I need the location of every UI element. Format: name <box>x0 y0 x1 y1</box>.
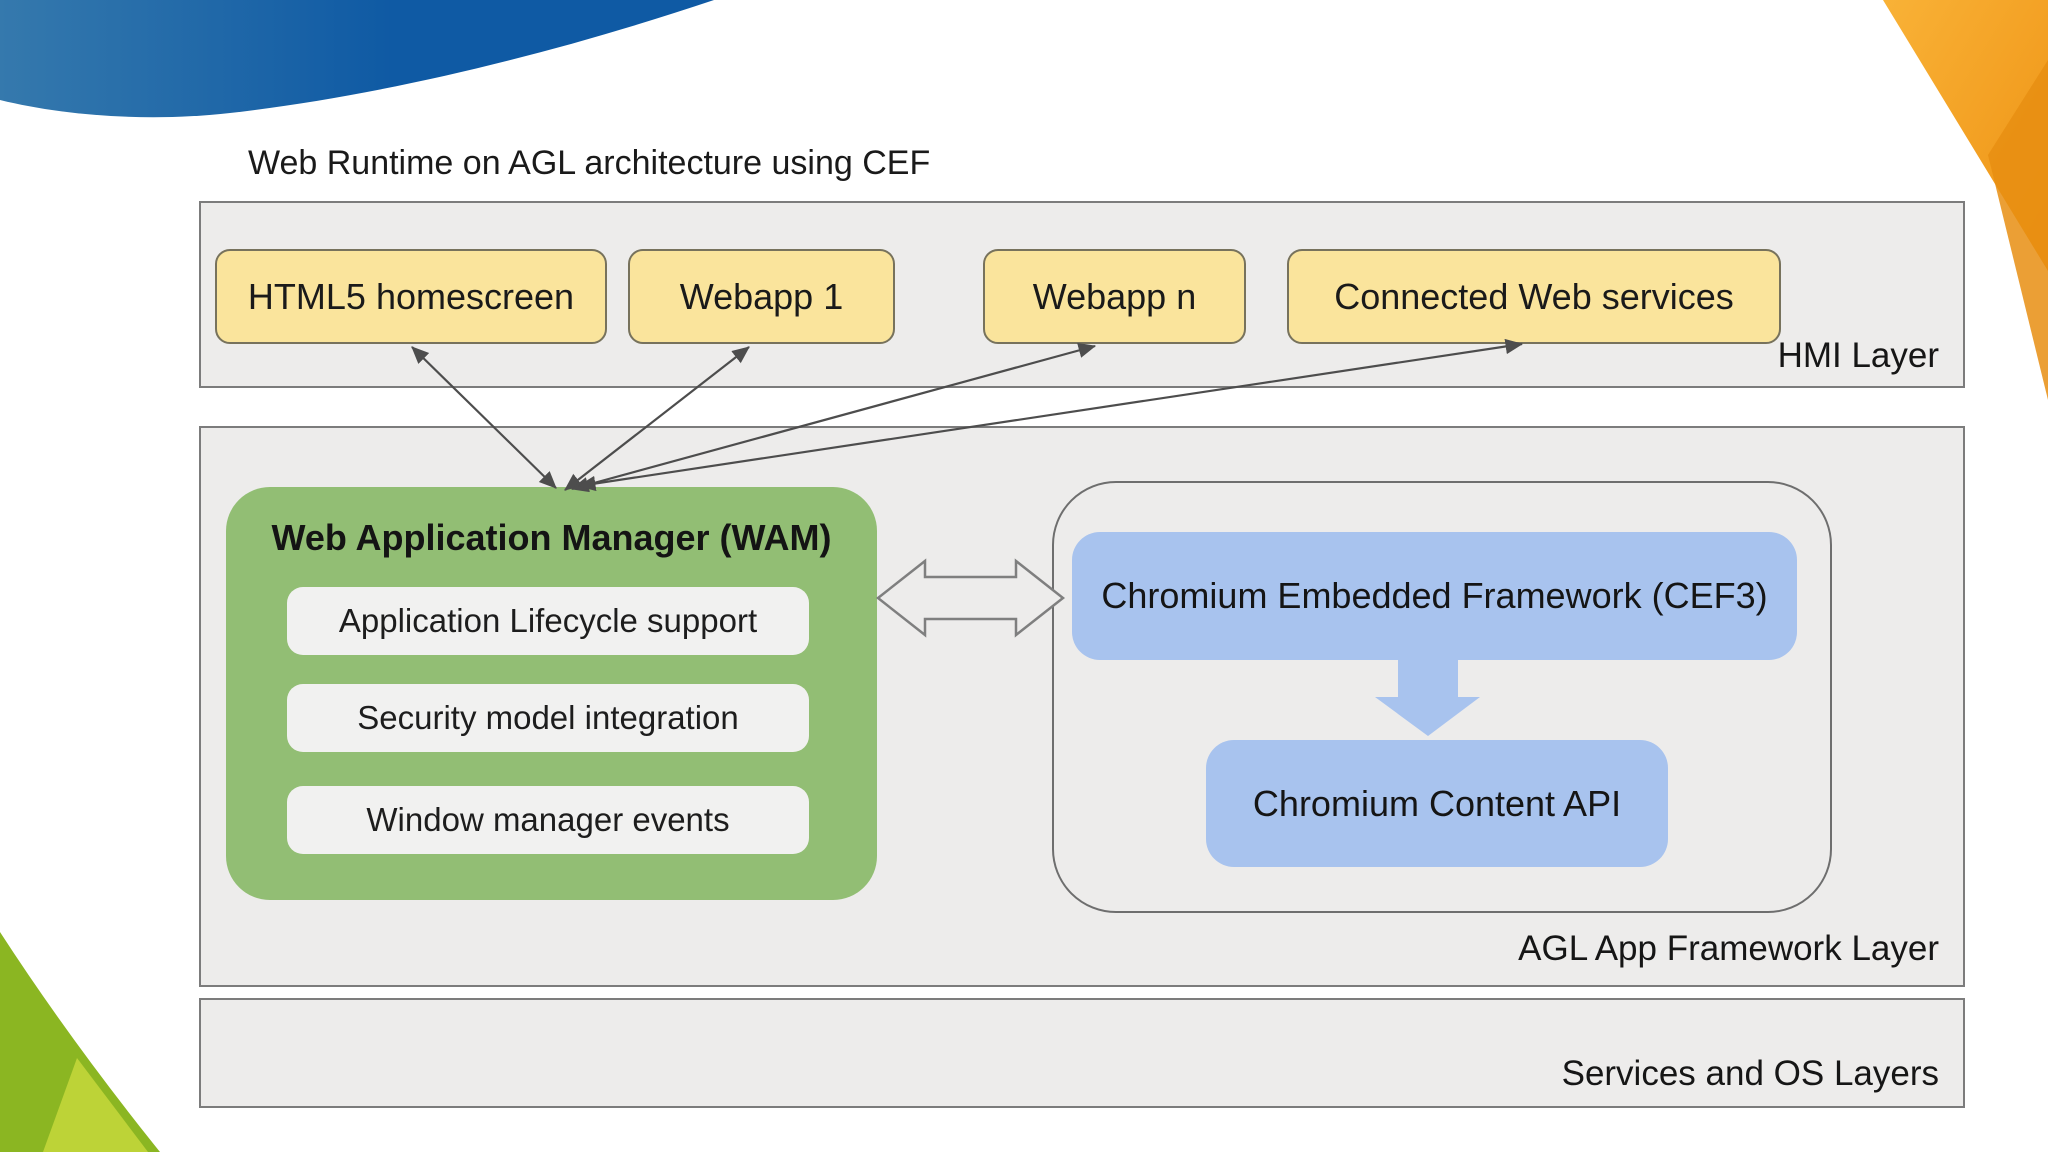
decor-swoosh-top-left <box>0 0 714 118</box>
agl-framework-layer-label: AGL App Framework Layer <box>1518 929 1939 968</box>
cef3-box: Chromium Embedded Framework (CEF3) <box>1072 532 1797 660</box>
chromium-content-api-box: Chromium Content API <box>1206 740 1668 867</box>
hmi-layer-label: HMI Layer <box>1777 336 1939 375</box>
agl-framework-layer-container: Web Application Manager (WAM) Applicatio… <box>199 426 1965 987</box>
wam-item-label: Window manager events <box>366 801 730 838</box>
hmi-box-label: Webapp n <box>1032 275 1197 317</box>
wam-item-label: Application Lifecycle support <box>338 602 758 639</box>
hmi-box-html5-homescreen: HTML5 homescreen <box>215 249 607 344</box>
cef3-box-label: Chromium Embedded Framework (CEF3) <box>1101 575 1768 616</box>
hmi-layer-container: HTML5 homescreen Webapp 1 Webapp n Conne… <box>199 201 1965 388</box>
hmi-box-webapp-n: Webapp n <box>983 249 1246 344</box>
wam-title: Web Application Manager (WAM) <box>271 517 832 558</box>
hmi-box-label: Connected Web services <box>1334 275 1734 317</box>
wam-item-label: Security model integration <box>357 699 739 736</box>
hmi-box-label: Webapp 1 <box>679 275 844 317</box>
wam-item-security: Security model integration <box>287 684 809 752</box>
wam-item-lifecycle: Application Lifecycle support <box>287 587 809 655</box>
wam-box: Web Application Manager (WAM) Applicatio… <box>226 487 877 900</box>
page-title: Web Runtime on AGL architecture using CE… <box>248 144 931 182</box>
cef-group-container: Chromium Embedded Framework (CEF3) Chrom… <box>1052 481 1832 913</box>
services-os-layer-container: Services and OS Layers <box>199 998 1965 1108</box>
wam-item-window-events: Window manager events <box>287 786 809 854</box>
content-api-box-label: Chromium Content API <box>1252 782 1622 824</box>
hmi-box-connected-web-services: Connected Web services <box>1287 249 1781 344</box>
hmi-box-webapp-1: Webapp 1 <box>628 249 895 344</box>
hmi-box-label: HTML5 homescreen <box>247 275 575 317</box>
services-os-layer-label: Services and OS Layers <box>1561 1054 1939 1093</box>
